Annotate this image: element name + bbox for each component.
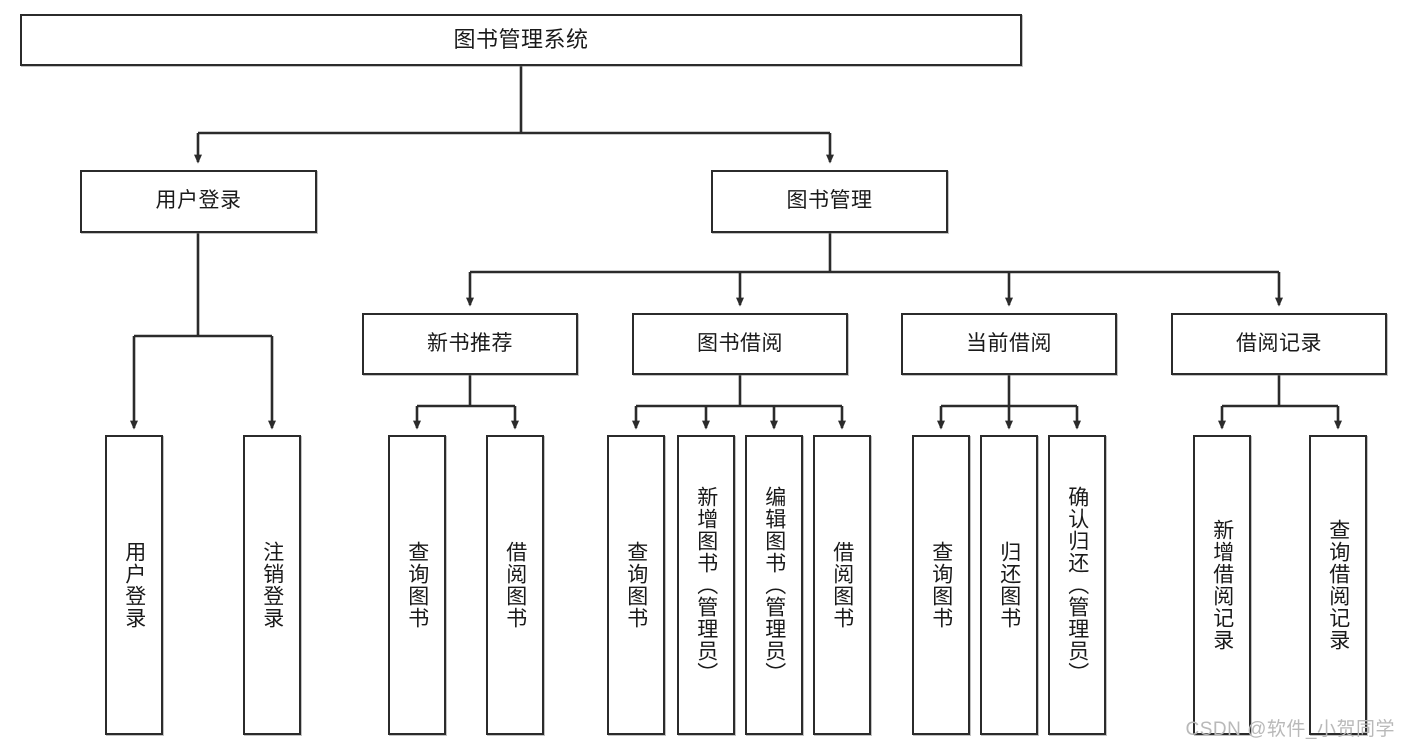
node-leaf-borrow-book-2[interactable]: 借阅图书	[813, 435, 871, 735]
node-leaf-user-login[interactable]: 用户登录	[105, 435, 163, 735]
node-book-borrow[interactable]: 图书借阅	[632, 313, 848, 375]
node-leaf-return-book-label: 归还图书	[997, 541, 1021, 629]
node-leaf-query-book-1[interactable]: 查询图书	[388, 435, 446, 735]
node-borrow-record-label: 借阅记录	[1236, 331, 1322, 355]
node-leaf-add-record-label: 新增借阅记录	[1210, 519, 1234, 651]
node-new-book-rec-label: 新书推荐	[427, 331, 513, 355]
node-leaf-logout-label: 注销登录	[260, 541, 284, 629]
node-leaf-borrow-book-2-label: 借阅图书	[830, 541, 854, 629]
node-user-login-label: 用户登录	[155, 189, 242, 213]
node-leaf-query-book-3-label: 查询图书	[929, 541, 953, 629]
node-new-book-rec[interactable]: 新书推荐	[362, 313, 578, 375]
node-leaf-return-book[interactable]: 归还图书	[980, 435, 1038, 735]
node-leaf-confirm-return[interactable]: 确认归还（管理员）	[1048, 435, 1106, 735]
node-leaf-add-book[interactable]: 新增图书（管理员）	[677, 435, 735, 735]
node-user-login[interactable]: 用户登录	[80, 170, 317, 233]
node-leaf-add-book-label: 新增图书（管理员）	[694, 486, 718, 684]
node-leaf-query-book-2-label: 查询图书	[624, 541, 648, 629]
node-leaf-query-record[interactable]: 查询借阅记录	[1309, 435, 1367, 735]
watermark-text: CSDN @软件_小贺同学	[1185, 719, 1395, 740]
node-borrow-record[interactable]: 借阅记录	[1171, 313, 1387, 375]
node-leaf-user-login-label: 用户登录	[122, 541, 146, 629]
node-leaf-add-record[interactable]: 新增借阅记录	[1193, 435, 1251, 735]
node-leaf-query-book-1-label: 查询图书	[405, 541, 429, 629]
node-book-manage-label: 图书管理	[786, 189, 873, 213]
node-book-manage[interactable]: 图书管理	[711, 170, 948, 233]
node-book-borrow-label: 图书借阅	[697, 331, 783, 355]
node-leaf-query-book-2[interactable]: 查询图书	[607, 435, 665, 735]
node-root[interactable]: 图书管理系统	[20, 14, 1022, 66]
node-root-label: 图书管理系统	[453, 27, 589, 53]
node-leaf-logout[interactable]: 注销登录	[243, 435, 301, 735]
node-leaf-borrow-book-1-label: 借阅图书	[503, 541, 527, 629]
node-leaf-borrow-book-1[interactable]: 借阅图书	[486, 435, 544, 735]
node-leaf-edit-book[interactable]: 编辑图书（管理员）	[745, 435, 803, 735]
node-leaf-edit-book-label: 编辑图书（管理员）	[762, 486, 786, 684]
node-leaf-query-book-3[interactable]: 查询图书	[912, 435, 970, 735]
node-leaf-query-record-label: 查询借阅记录	[1326, 519, 1350, 651]
node-leaf-confirm-return-label: 确认归还（管理员）	[1065, 486, 1089, 684]
node-current-borrow-label: 当前借阅	[966, 331, 1052, 355]
node-current-borrow[interactable]: 当前借阅	[901, 313, 1117, 375]
